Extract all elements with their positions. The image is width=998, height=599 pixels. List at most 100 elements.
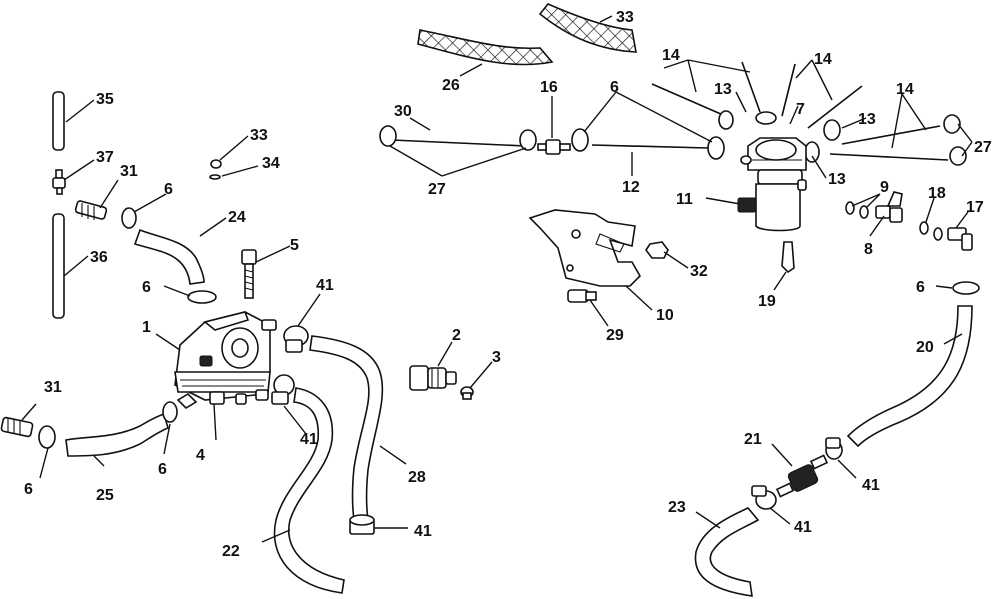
callout-29: 29: [606, 327, 624, 344]
callout-41-pump-upper: 41: [316, 277, 334, 294]
callout-21: 21: [744, 431, 762, 448]
fuel-pump-1: [174, 311, 277, 410]
barbed-fitting-31-upper: [74, 200, 108, 220]
callout-30: 30: [394, 103, 412, 120]
callout-27-right: 27: [974, 139, 992, 156]
callout-14-left: 14: [662, 47, 680, 64]
o-ring-9-a: [845, 201, 855, 215]
callout-23: 23: [668, 499, 686, 516]
callout-5: 5: [290, 237, 299, 254]
callout-11: 11: [676, 191, 693, 208]
clamp-13-b: [755, 111, 777, 125]
callout-14-mid: 14: [814, 51, 832, 68]
callout-26: 26: [442, 77, 460, 94]
clamp-6-line-12-left: [571, 128, 589, 152]
callout-41-hose-20: 41: [862, 477, 880, 494]
fuel-filter-11: [737, 137, 807, 232]
clamp-41-pump-lower: [271, 374, 295, 405]
callout-14-right: 14: [896, 81, 914, 98]
clamp-41-hose-20: [825, 437, 843, 460]
callout-13-lower: 13: [828, 171, 846, 188]
bracket-10: [528, 209, 641, 287]
callout-6-right: 6: [916, 279, 925, 296]
callout-6-line-12: 6: [610, 79, 619, 96]
screw-29: [567, 289, 597, 303]
inline-filter-21: [775, 454, 829, 498]
callout-17: 17: [966, 199, 984, 216]
callout-8: 8: [864, 241, 873, 258]
callout-37: 37: [96, 149, 114, 166]
o-ring-18-b: [933, 227, 943, 241]
clamp-41-hose-28-bottom: [349, 514, 375, 535]
clamp-27-left: [379, 125, 397, 147]
clip-19: [781, 241, 795, 274]
callout-10: 10: [656, 307, 674, 324]
clamp-13-a: [718, 110, 734, 130]
callout-22: 22: [222, 543, 240, 560]
clamp-27-right-lower: [949, 146, 967, 166]
callout-19: 19: [758, 293, 776, 310]
callout-2: 2: [452, 327, 461, 344]
bolt-5: [241, 249, 257, 299]
callout-labels: 35 37 31 6 36 33 34 24 5 6 41 1 2 3 4 41…: [24, 9, 992, 560]
fitting-2: [409, 365, 457, 391]
clamp-6-right: [952, 281, 980, 295]
hose-24: [133, 228, 205, 285]
hose-20: [846, 305, 973, 448]
washer-34: [209, 174, 221, 180]
elbow-fitting-8: [875, 191, 903, 223]
callout-7: 7: [796, 101, 805, 118]
fitting-16: [537, 139, 571, 155]
barbed-fitting-31-lower: [0, 416, 34, 438]
hose-23: [694, 507, 760, 597]
clamp-41-hose-23: [751, 485, 777, 510]
callout-33-top: 33: [616, 9, 634, 26]
callout-16: 16: [540, 79, 558, 96]
screw-3: [460, 386, 474, 400]
elbow-fitting-17: [947, 227, 973, 251]
callout-41-pump-lower: 41: [300, 431, 318, 448]
callout-41-hose-28: 41: [414, 523, 432, 540]
leader-lines: [21, 15, 973, 543]
callout-6-hose-25-end: 6: [158, 461, 167, 478]
clamp-27-right-upper: [943, 114, 961, 134]
clamp-27-right: [519, 129, 537, 151]
clamp-13-d: [804, 141, 820, 163]
callout-1: 1: [142, 319, 151, 336]
callout-28: 28: [408, 469, 426, 486]
tube-35: [52, 91, 65, 151]
clamp-6-line-12-right: [707, 136, 725, 160]
clamp-13-c: [823, 119, 841, 141]
nut-33: [210, 159, 222, 169]
callout-6-upper-left: 6: [164, 181, 173, 198]
callout-36: 36: [90, 249, 108, 266]
callout-35: 35: [96, 91, 114, 108]
callout-13-right: 13: [858, 111, 876, 128]
callout-41-hose-23: 41: [794, 519, 812, 536]
callout-31-upper: 31: [120, 163, 138, 180]
clamp-6-lower-left: [38, 425, 56, 449]
o-ring-9-b: [859, 205, 869, 219]
clamp-41-pump-upper: [283, 325, 309, 353]
hose-22: [273, 387, 345, 594]
callout-25: 25: [96, 487, 114, 504]
callout-13-top: 13: [714, 81, 732, 98]
callout-31-lower: 31: [44, 379, 62, 396]
callout-6-lower-left: 6: [24, 481, 33, 498]
callout-34: 34: [262, 155, 280, 172]
callout-3: 3: [492, 349, 501, 366]
callout-12: 12: [622, 179, 640, 196]
fitting-37: [52, 169, 66, 195]
callout-32: 32: [690, 263, 708, 280]
nut-32: [645, 241, 669, 259]
callout-33-left: 33: [250, 127, 268, 144]
clamp-6-mid-left: [187, 290, 217, 304]
clamp-6-upper-left: [121, 207, 137, 229]
clamp-6-hose-25-end: [162, 401, 178, 423]
braided-hose-26: [417, 29, 554, 66]
callout-27-left: 27: [428, 181, 446, 198]
o-ring-18-a: [919, 221, 929, 235]
braided-hose-33: [538, 3, 637, 53]
callout-4: 4: [196, 447, 205, 464]
